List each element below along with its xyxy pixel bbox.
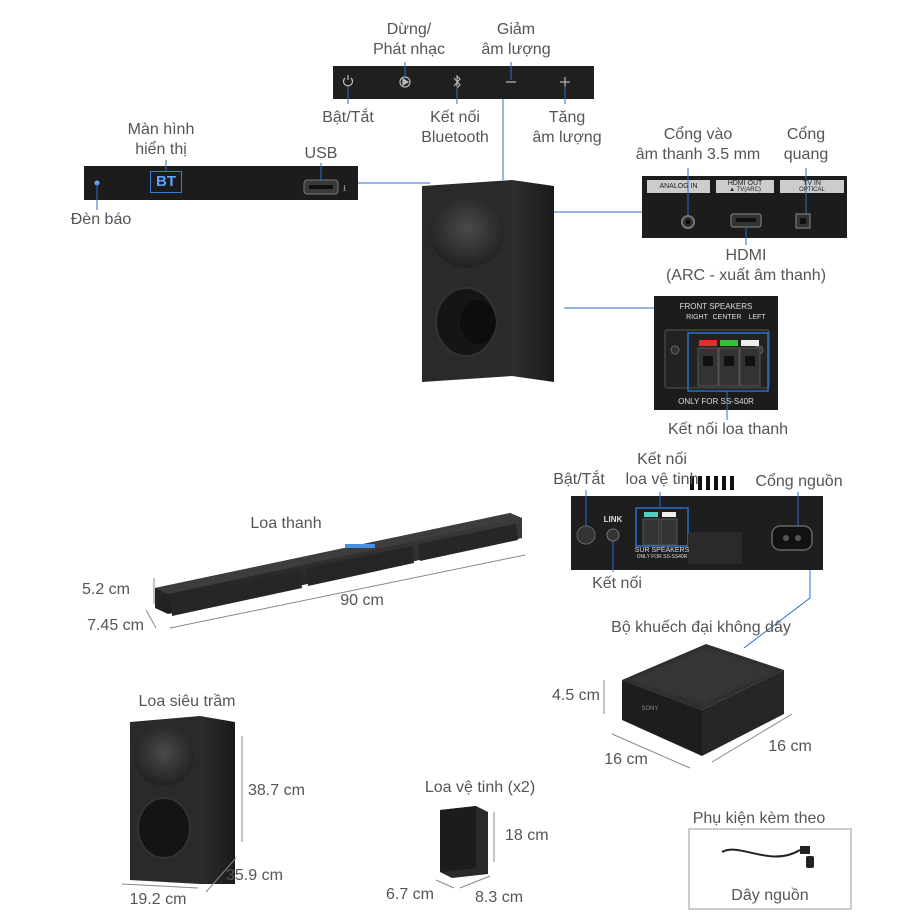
power-label: Bật/Tắt bbox=[322, 109, 374, 126]
wireless-amp-rear-panel bbox=[571, 476, 823, 649]
subwoofer-depth: 35.9 cm bbox=[226, 867, 283, 884]
tv-in-tag: TV IN OPTICAL bbox=[780, 180, 844, 194]
power-port-label: Cổng nguồn bbox=[755, 473, 843, 490]
sur-speakers-tag-line1: SUR SPEAKERS bbox=[634, 547, 690, 554]
display-label: Màn hình hiển thị bbox=[111, 120, 211, 160]
subwoofer-width: 19.2 cm bbox=[129, 891, 187, 908]
sur-speakers-tag: SUR SPEAKERS ONLY FOR SS-SS40R bbox=[633, 547, 691, 561]
soundbar-image bbox=[145, 513, 526, 629]
amp-power-label: Bật/Tắt bbox=[553, 471, 605, 488]
analog-in-label: Cổng vào âm thanh 3.5 mm bbox=[618, 125, 778, 165]
link-button bbox=[606, 528, 620, 542]
top-control-panel bbox=[333, 62, 594, 180]
wireless-amp-depth: 16 cm bbox=[768, 738, 812, 755]
display-label-line1: Màn hình bbox=[127, 121, 195, 138]
wireless-amp-image bbox=[603, 644, 793, 769]
hdmi-out-tag-line1: HDMI OUT bbox=[727, 180, 763, 187]
terminal-center: CENTER bbox=[712, 314, 742, 321]
satellite-height: 18 cm bbox=[505, 827, 549, 844]
satellite-depth: 8.3 cm bbox=[475, 889, 524, 906]
amp-brand: SONY bbox=[641, 706, 659, 712]
vol-down-line1: Giảm bbox=[496, 21, 536, 38]
subwoofer-label: Loa siêu trầm bbox=[138, 693, 236, 710]
satellite-speaker-image bbox=[435, 806, 495, 889]
wireless-amp-label: Bộ khuếch đại không dây bbox=[611, 619, 791, 636]
tv-in-tag-line2: OPTICAL bbox=[799, 187, 825, 193]
bluetooth-label: Kết nối Bluetooth bbox=[405, 108, 505, 148]
satellite-connect-line1: Kết nối bbox=[637, 451, 687, 468]
accessories-item: Dây nguồn bbox=[731, 887, 809, 904]
front-speakers-title: FRONT SPEAKERS bbox=[679, 302, 753, 311]
subwoofer-dimension-image bbox=[121, 716, 243, 893]
hdmi-label: HDMI (ARC - xuất âm thanh) bbox=[636, 246, 856, 286]
soundbar-label: Loa thanh bbox=[250, 515, 322, 532]
analog-in-tag: ANALOG IN bbox=[659, 183, 698, 190]
display-screen: BT bbox=[150, 171, 182, 193]
bluetooth-label-line1: Kết nối bbox=[430, 109, 480, 126]
sur-speakers-tag-line2: ONLY FOR SS-SS40R bbox=[636, 554, 688, 560]
terminal-left: LEFT bbox=[748, 314, 766, 321]
soundbar-height: 5.2 cm bbox=[81, 581, 130, 598]
usb-port bbox=[303, 179, 339, 195]
hdmi-label-line2: (ARC - xuất âm thanh) bbox=[665, 267, 827, 284]
front-speaker-terminal bbox=[654, 296, 778, 420]
play-label-line2: Phát nhạc bbox=[372, 41, 446, 58]
link-label: Kết nối bbox=[592, 575, 642, 592]
vol-down-label: Giảm âm lượng bbox=[466, 20, 566, 60]
power-icon bbox=[342, 75, 354, 87]
link-tag: LINK bbox=[603, 515, 623, 524]
tv-in-tag-line1: TV IN bbox=[803, 180, 821, 187]
vol-up-line2: âm lượng bbox=[532, 129, 602, 146]
play-label: Dừng/ Phát nhạc bbox=[354, 20, 464, 60]
usb-icon: ⭳ bbox=[343, 184, 346, 194]
bluetooth-icon bbox=[453, 74, 461, 90]
soundbar-depth: 7.45 cm bbox=[87, 617, 144, 634]
front-panel: ⭳ bbox=[84, 160, 430, 210]
satellite-connect-label: Kết nối loa vệ tinh bbox=[610, 450, 714, 490]
terminal-only-for: ONLY FOR SS-S40R bbox=[678, 397, 754, 406]
usb-label: USB bbox=[304, 145, 338, 162]
optical-label-line1: Cổng bbox=[786, 126, 826, 143]
subwoofer-height: 38.7 cm bbox=[248, 782, 305, 799]
hdmi-out-tag-line2: ▲ TV(ARC) bbox=[729, 187, 761, 193]
wireless-amp-height: 4.5 cm bbox=[551, 687, 600, 704]
soundbar-width: 90 cm bbox=[340, 592, 384, 609]
speaker-terminal-caption: Kết nối loa thanh bbox=[667, 421, 789, 438]
bluetooth-label-line2: Bluetooth bbox=[421, 129, 489, 146]
hdmi-out-tag: HDMI OUT ▲ TV(ARC) bbox=[716, 180, 774, 194]
amp-power-button bbox=[576, 525, 596, 545]
power-cord-icon bbox=[721, 848, 801, 858]
vol-down-line2: âm lượng bbox=[481, 41, 551, 58]
terminal-right: RIGHT bbox=[686, 314, 708, 321]
hdmi-label-line1: HDMI bbox=[725, 247, 767, 264]
vol-up-line1: Tăng bbox=[548, 109, 586, 126]
rear-ports-panel bbox=[642, 168, 847, 245]
optical-label-line2: quang bbox=[783, 146, 829, 163]
satellite-label: Loa vệ tinh (x2) bbox=[424, 779, 536, 796]
wireless-amp-width: 16 cm bbox=[604, 751, 648, 768]
power-port bbox=[771, 525, 813, 551]
volume-up-icon bbox=[560, 77, 570, 87]
optical-label: Cổng quang bbox=[772, 125, 840, 165]
accessories-box bbox=[688, 828, 852, 910]
play-label-line1: Dừng/ bbox=[386, 21, 432, 38]
analog-in-label-line1: Cổng vào bbox=[663, 126, 733, 143]
analog-in-label-line2: âm thanh 3.5 mm bbox=[635, 146, 761, 163]
indicator-label: Đèn báo bbox=[70, 211, 132, 228]
satellite-connect-line2: loa vệ tinh bbox=[625, 471, 699, 488]
subwoofer-main-image bbox=[422, 180, 654, 382]
accessories-title: Phụ kiện kèm theo bbox=[692, 810, 826, 827]
satellite-width: 6.7 cm bbox=[385, 886, 434, 903]
display-label-line2: hiển thị bbox=[135, 141, 187, 158]
vol-up-label: Tăng âm lượng bbox=[517, 108, 617, 148]
